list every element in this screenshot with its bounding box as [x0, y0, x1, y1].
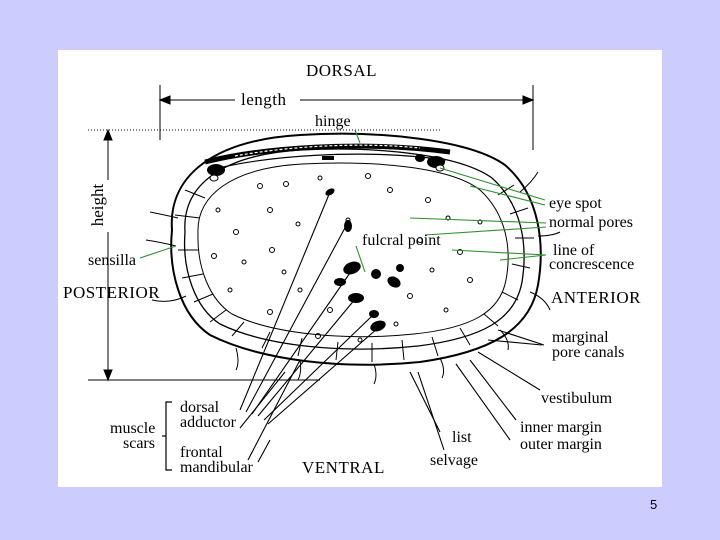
dorsal-adductor-label-1: dorsal	[180, 399, 220, 416]
muscle-label: muscle	[110, 420, 156, 437]
marginal-label: marginal	[552, 329, 609, 346]
frontal-mandibular-label-2: mandibular	[180, 459, 253, 476]
scars-label: scars	[123, 435, 155, 452]
normal-pores-label: normal pores	[549, 214, 633, 231]
normal-pores	[211, 173, 483, 343]
pore-canals-label: pore canals	[552, 344, 625, 361]
line-of-label: line of	[553, 242, 595, 259]
eye-spot-label: eye spot	[549, 195, 602, 212]
selvage-label: selvage	[430, 452, 478, 469]
page-number: 5	[650, 497, 658, 512]
green-leader-lines	[139, 129, 547, 273]
frontal-mandibular-label-1: frontal	[180, 444, 223, 461]
eye-spots	[207, 154, 445, 182]
dorsal-adductor-label-2: adductor	[180, 414, 236, 431]
hinge-band	[204, 143, 451, 171]
black-leader-lines	[239, 191, 545, 463]
length-label: length	[241, 90, 287, 109]
list-label: list	[452, 429, 472, 446]
sensilla-label: sensilla	[88, 252, 136, 269]
ventral-label: VENTRAL	[302, 458, 385, 477]
fulcral-point-label: fulcral point	[362, 232, 441, 249]
hinge-label: hinge	[315, 113, 351, 130]
outer-margin-label: outer margin	[520, 436, 602, 453]
sensilla-hairs	[145, 171, 561, 385]
length-dimension	[158, 85, 535, 150]
valve-outline	[170, 132, 542, 366]
marginal-pore-canals	[174, 184, 534, 362]
muscle-scars	[325, 188, 404, 332]
inner-margin-label: inner margin	[520, 419, 602, 436]
concrescence-label: concrescence	[549, 256, 635, 273]
vestibulum-label: vestibulum	[541, 390, 613, 407]
posterior-label: POSTERIOR	[63, 283, 161, 302]
anterior-label: ANTERIOR	[551, 288, 641, 307]
dorsal-label: DORSAL	[306, 61, 378, 80]
muscle-scars-bracket	[162, 401, 172, 471]
height-dimension	[88, 128, 440, 382]
height-label: height	[88, 183, 107, 227]
